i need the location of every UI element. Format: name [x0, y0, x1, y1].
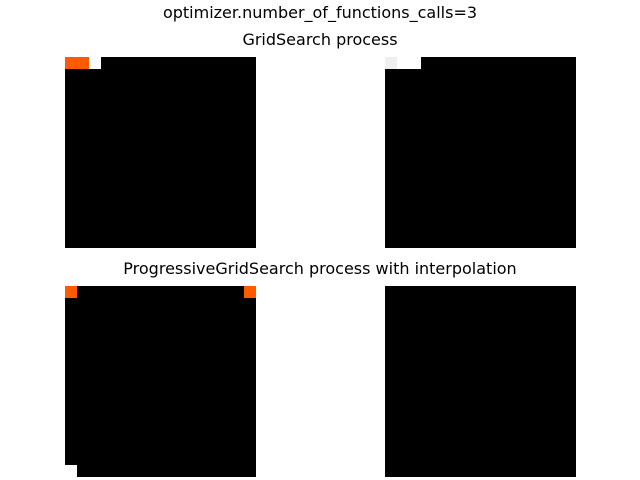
progressive-gridsearch-title: ProgressiveGridSearch process with inter…	[123, 259, 517, 278]
gridsearch-title: GridSearch process	[242, 30, 398, 49]
heatmap-cell	[65, 57, 77, 69]
heatmap-cell	[65, 286, 77, 298]
heatmap-cell	[385, 57, 397, 69]
gridsearch-right-heatmap	[385, 57, 576, 248]
gridsearch-left-heatmap	[65, 57, 256, 248]
heatmap-cell	[76, 57, 89, 69]
heatmap-cell	[88, 57, 101, 69]
heatmap-cell	[244, 286, 256, 298]
heatmap-cell	[408, 57, 421, 69]
heatmap-cell	[396, 57, 409, 69]
figure-suptitle: optimizer.number_of_functions_calls=3	[162, 3, 478, 22]
progressive-left-heatmap	[65, 286, 256, 477]
heatmap-cell	[65, 465, 77, 477]
progressive-right-heatmap	[385, 286, 576, 477]
